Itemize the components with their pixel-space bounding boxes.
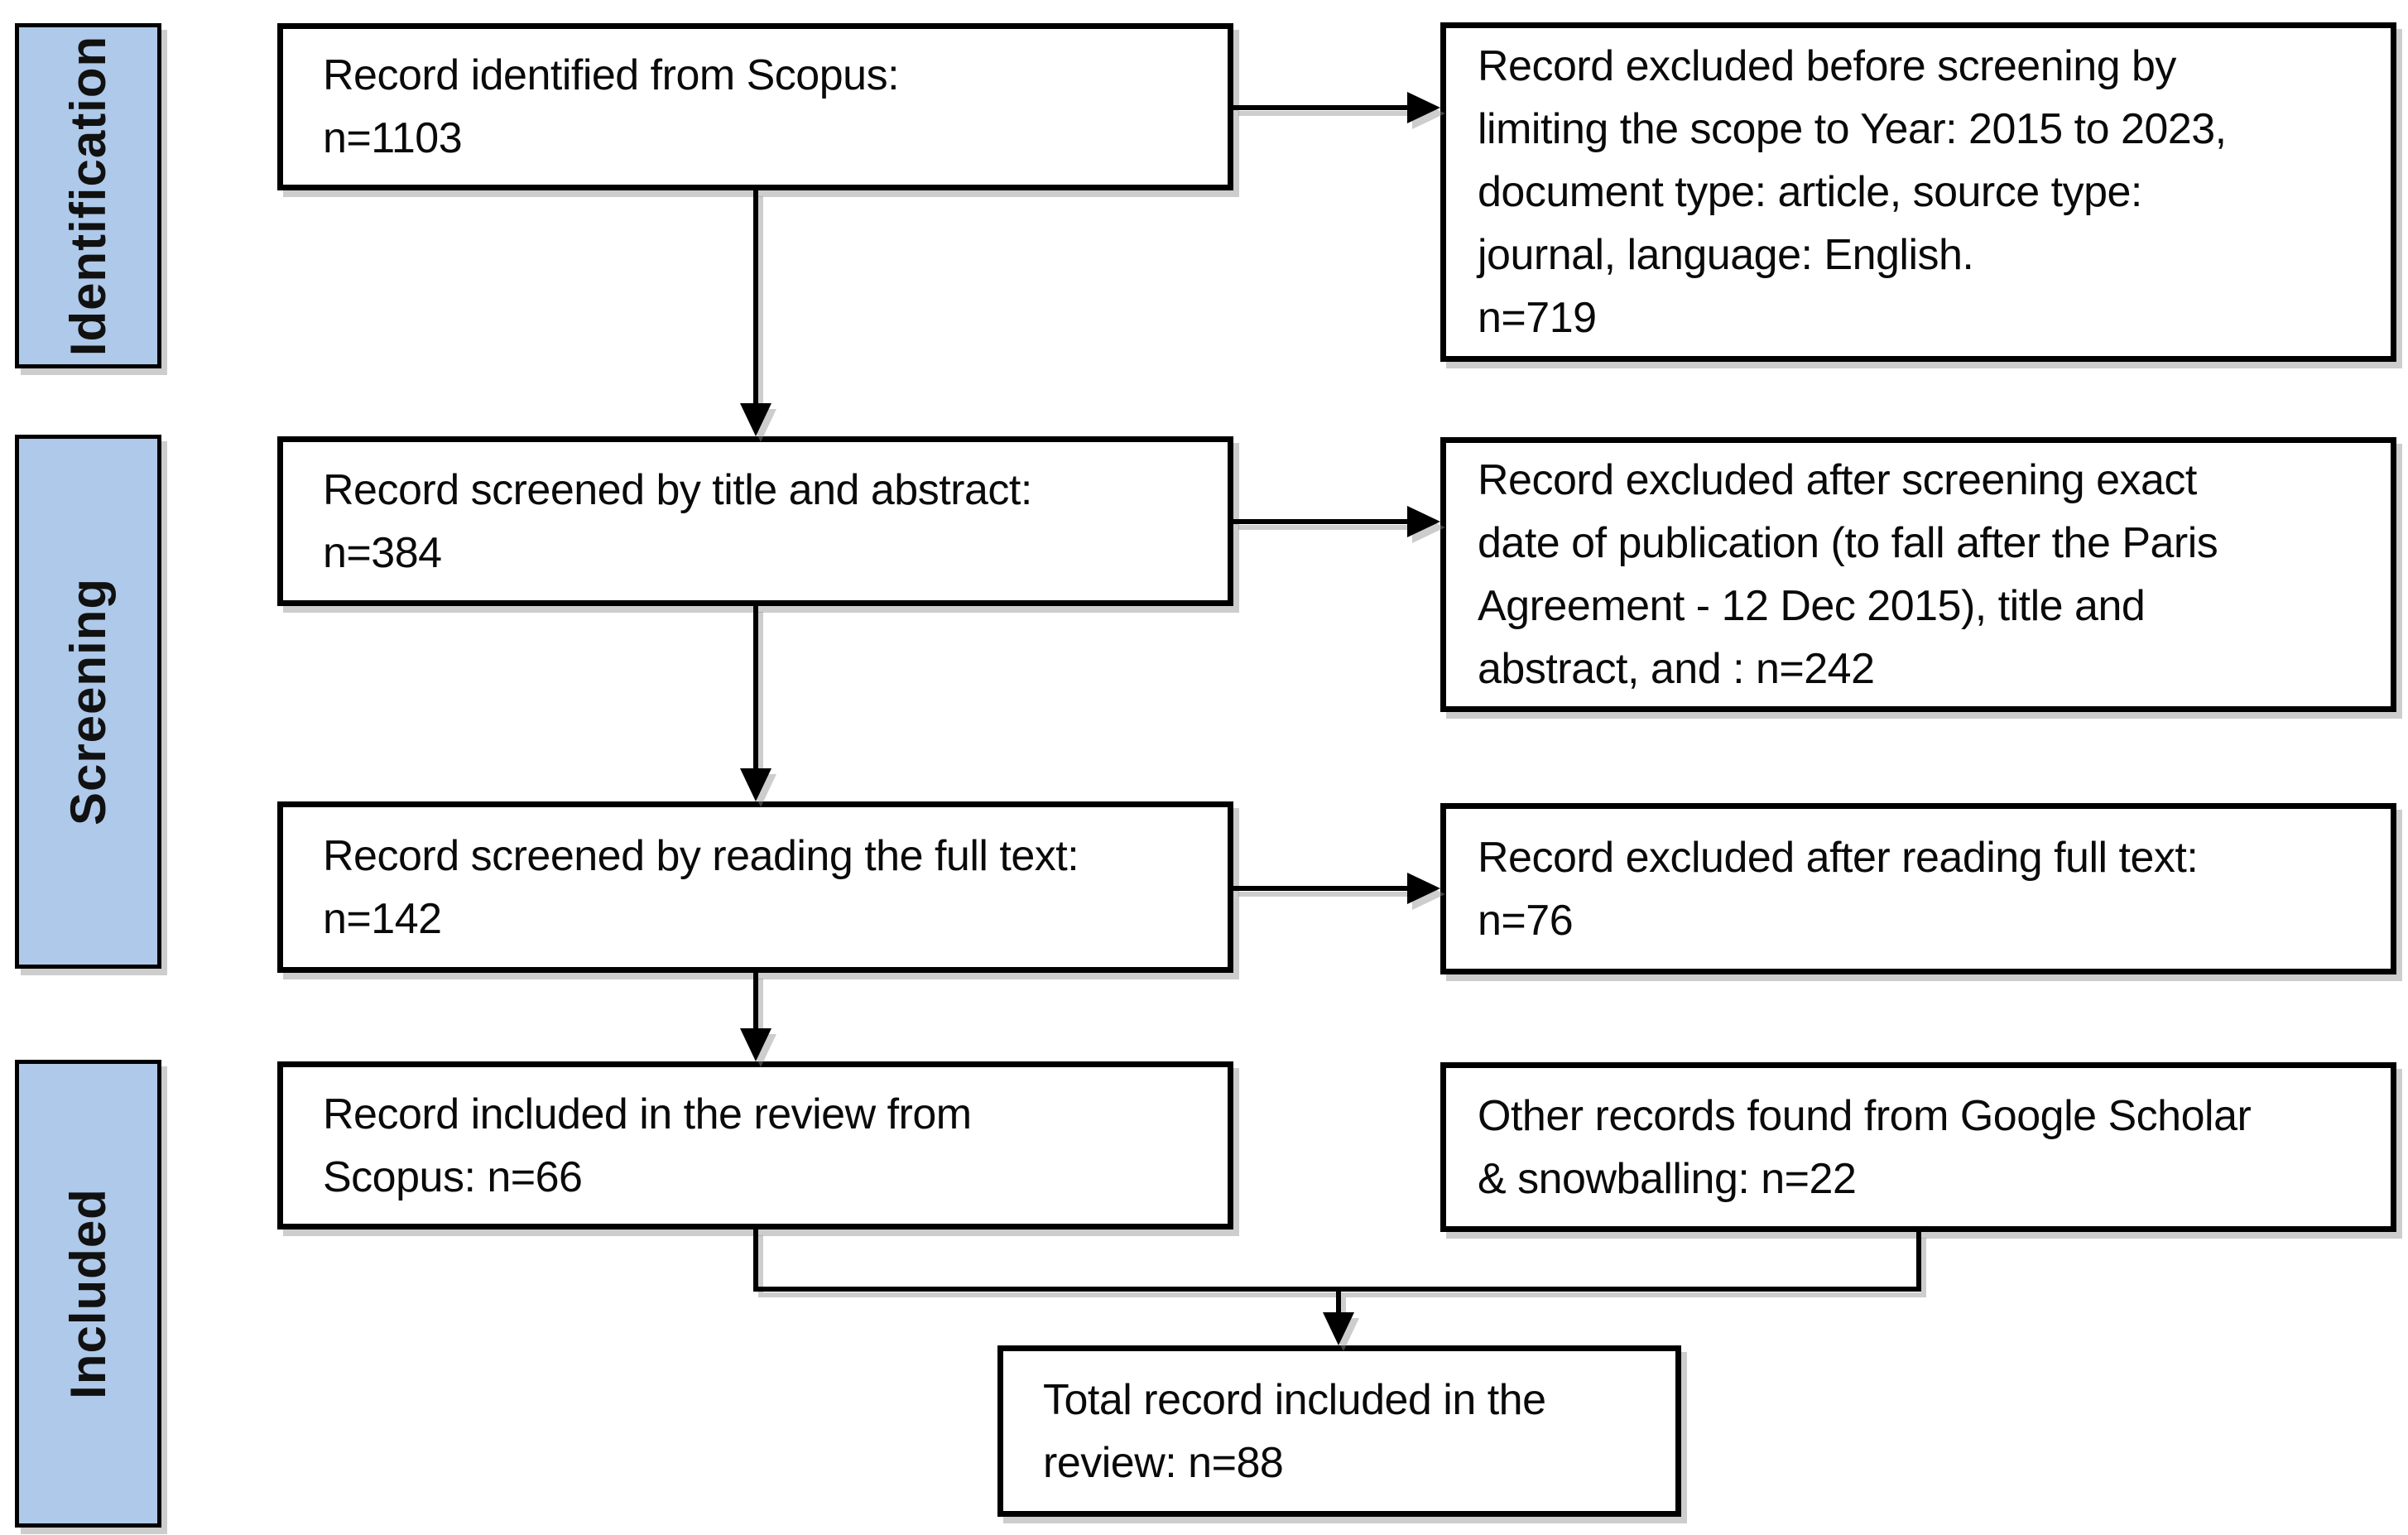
- stage-label-included: Included: [15, 1060, 161, 1528]
- arrow-merge-to-total-icon: [1323, 1289, 1354, 1345]
- box-excluded-after-screening-text: Record excluded after screening exact da…: [1478, 456, 2218, 693]
- arrow-full-text-to-included-icon: [740, 973, 771, 1061]
- arrow-screened-to-excluded-after-icon: [1233, 506, 1440, 537]
- arrow-identified-to-screened-icon: [740, 190, 771, 436]
- box-screened-title-abstract-text: Record screened by title and abstract: n…: [323, 465, 1032, 577]
- box-other-records: Other records found from Google Scholar …: [1440, 1062, 2396, 1232]
- box-record-identified-text: Record identified from Scopus: n=1103: [323, 51, 900, 162]
- box-total-included: Total record included in the review: n=8…: [997, 1345, 1681, 1517]
- box-included-from-scopus: Record included in the review from Scopu…: [277, 1061, 1233, 1229]
- box-screened-full-text-text: Record screened by reading the full text…: [323, 831, 1079, 943]
- box-total-included-text: Total record included in the review: n=8…: [1043, 1375, 1546, 1487]
- box-excluded-after-full-text: Record excluded after reading full text:…: [1440, 803, 2396, 974]
- box-excluded-before-screening-text: Record excluded before screening by limi…: [1478, 42, 2227, 342]
- merge-connector-icon: [753, 1229, 1921, 1292]
- arrow-identified-to-excluded-before-icon: [1233, 92, 1440, 123]
- box-record-identified: Record identified from Scopus: n=1103: [277, 23, 1233, 190]
- box-excluded-before-screening: Record excluded before screening by limi…: [1440, 22, 2396, 362]
- box-screened-title-abstract: Record screened by title and abstract: n…: [277, 436, 1233, 606]
- arrow-screened-to-full-text-icon: [740, 606, 771, 801]
- arrow-full-text-to-excluded-icon: [1233, 873, 1440, 904]
- box-screened-full-text: Record screened by reading the full text…: [277, 801, 1233, 973]
- box-other-records-text: Other records found from Google Scholar …: [1478, 1091, 2252, 1203]
- box-excluded-after-full-text-text: Record excluded after reading full text:…: [1478, 833, 2199, 945]
- box-excluded-after-screening: Record excluded after screening exact da…: [1440, 437, 2396, 712]
- box-included-from-scopus-text: Record included in the review from Scopu…: [323, 1090, 972, 1201]
- stage-label-screening: Screening: [15, 435, 161, 969]
- stage-label-identification: Identification: [15, 23, 161, 368]
